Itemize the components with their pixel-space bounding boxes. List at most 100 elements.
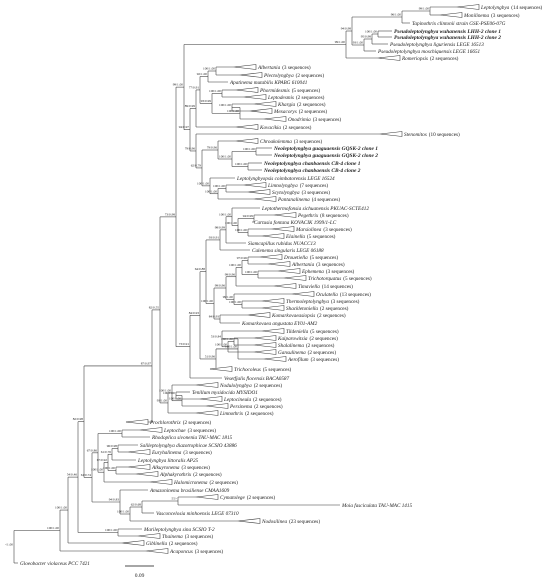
support-value: 99/1.00 [335,40,346,44]
taxon-name: Albertania [257,65,281,71]
taxon-name: Amazoninema brasiliense CMAA1609 [149,488,230,494]
taxon-name: Vasconcelosia minhoensis LEGE 07310 [156,511,239,517]
sequence-count: (8 sequences) [320,212,349,219]
tip-label: Monilinema(3 sequences) [463,12,520,19]
collapsed-clade-triangle [195,410,219,416]
tip-label: Gansulinema(2 sequences) [278,349,336,356]
taxon-name: Mexacorys [273,109,297,115]
tip-label: Stenomitos(10 sequences) [404,131,460,138]
support-value: 100/1.00 [209,89,221,93]
sequence-count: (3 sequences) [188,427,217,434]
collapsed-clade-triangle [247,312,271,318]
taxon-name: Alkuyronema [151,465,180,471]
sequence-count: (13 sequences) [340,291,371,298]
collapsed-clade-triangle [121,540,145,546]
taxon-name: Tapinothrix clintonii strain GSE-PSE06-0… [412,21,506,27]
tip-label: Komarkovaeasiopsis(2 sequences) [271,312,346,319]
support-value: 94/0.99 [243,214,254,218]
support-value: 99/1.00 [173,83,184,87]
taxon-name: Cartusia fontana KOVACIK 1999/1-LC [254,219,337,226]
support-value: 93/1.00 [353,41,364,45]
taxon-name: Limnolyngbya [267,183,298,189]
sequence-count: (23 sequences) [289,518,320,525]
taxon-name: Oculatella [316,292,338,298]
sequence-count: (5 sequences) [263,366,292,373]
tip-label: Pseudoleptolyngbya wuhanensis LHH-2 clon… [394,29,501,35]
tip-label: Trichocoleus(5 sequences) [234,366,291,373]
taxon-name: Plectolyngbya [263,73,294,79]
sequence-count: (5 sequences) [343,275,372,282]
tip-label: Leptolyngbyopsis coimbatorensis LEGE 165… [236,175,335,182]
tip-label: Neoleptolyngbya guaguaensis GQSK-2 clone… [273,146,378,152]
collapsed-clade-triangle [243,94,267,100]
scale-bar: 0.09 [125,565,154,579]
sequence-count: (2 sequences) [297,101,326,108]
tip-label: Trichotorquatus(5 sequences) [308,275,372,282]
tip-label: Plectolyngbya(2 sequences) [263,72,324,79]
support-value: 94/0.97 [179,125,190,129]
support-value: 97/0.96 [237,256,248,260]
tip-label: Acaponcus(3 sequences) [169,548,223,555]
support-value: 84/0.93 [189,311,200,315]
support-value: 93/1.00 [157,398,168,402]
taxon-name: Halomicronema [173,480,208,486]
tip-label: Cymatolege(2 sequences) [220,494,275,501]
sequence-count: (2 sequences) [247,494,276,501]
tip-label: Leptolyngbya littoralis AP25 [137,458,199,464]
support-value: 64/0.88 [195,267,206,271]
tip-label: Leptothermofonsia sichuanensis PKUAC-SCT… [261,205,369,212]
sequence-count: (2 sequences) [299,108,328,115]
sequence-count: (3 sequences) [313,116,342,123]
tip-label: Alphakyrothrix(2 sequences) [159,471,222,478]
tip-label: Chroakolemma(3 sequences) [260,138,322,145]
taxon-name: Persinema [229,404,253,410]
tip-label: Tapinothrix clintonii strain GSE-PSE06-0… [412,21,506,27]
taxon-name: Giblinella [146,541,167,547]
tip-label: Rhodoplica sivonenia TAU-MAC 1815 [151,435,233,441]
taxon-name: Vesetfjalis flocensis BACA0587 [224,375,290,382]
support-value: 100/1.00 [47,526,59,530]
collapsed-clade-triangle [137,533,161,539]
tip-label: Marsiolinea(3 sequences) [295,226,352,233]
sequence-count: (3 sequences) [185,533,214,540]
collapsed-clade-triangle [247,189,271,195]
sequence-count: (2 sequences) [210,479,239,486]
support-value: 100/1.00 [243,147,255,151]
tip-label: Scytolyngbya(3 sequences) [272,189,330,196]
collapsed-clade-triangle [456,4,480,10]
support-value: 51/0.96 [205,354,216,358]
tip-label: Prochlorothrix(2 sequences) [149,419,211,426]
support-value: 100/1.00 [117,510,129,514]
support-value: 100/1.00 [105,528,117,532]
support-value: 100/1.00 [245,270,257,274]
support-value: 100/1.00 [169,396,181,400]
sequence-count: (2 sequences) [283,124,312,131]
taxon-name: Tenillum mysidocida MYSIDO1 [192,390,258,396]
taxon-name: Pseudoleptolyngbya liguriensis LEGE 1651… [389,42,484,48]
collapsed-clade-triangle [261,305,285,311]
support-value: 100/1.00 [201,299,213,303]
taxon-name: Komarkovaeasiopsis [271,313,315,319]
support-value: 84/0.93 [209,315,220,319]
tip-label: Moia fasciculata TAU-MAC 1415 [341,502,412,509]
collapsed-clade-triangle [149,479,173,485]
tip-label: Persinema(2 sequences) [229,403,283,410]
collapsed-clade-triangle [127,464,151,470]
support-value: 77/0.91 [189,85,200,89]
taxon-name: Khargia [277,102,296,108]
support-value: 94/0.98 [341,27,352,31]
support-value: 61/0.74 [81,473,92,477]
support-value: 87/0.97 [141,361,152,365]
collapsed-clade-triangle [273,212,297,218]
collapsed-clade-triangle [253,335,277,341]
support-value: 100/1.00 [225,221,237,225]
support-value: 100/1.00 [221,337,233,341]
support-value: 62/0.68 [131,503,142,507]
tip-label: Pseudoleptolyngbya moschiquensis LEGE 16… [377,49,481,55]
sequence-count: (2 sequences) [193,471,222,478]
tip-label: Aerofilum(3 sequences) [287,356,339,363]
taxon-name: Leptolyngbya littoralis AP25 [137,458,199,464]
tip-label: Pantanalinema(4 sequences) [277,196,340,203]
collapsed-clade-triangle [267,261,291,267]
